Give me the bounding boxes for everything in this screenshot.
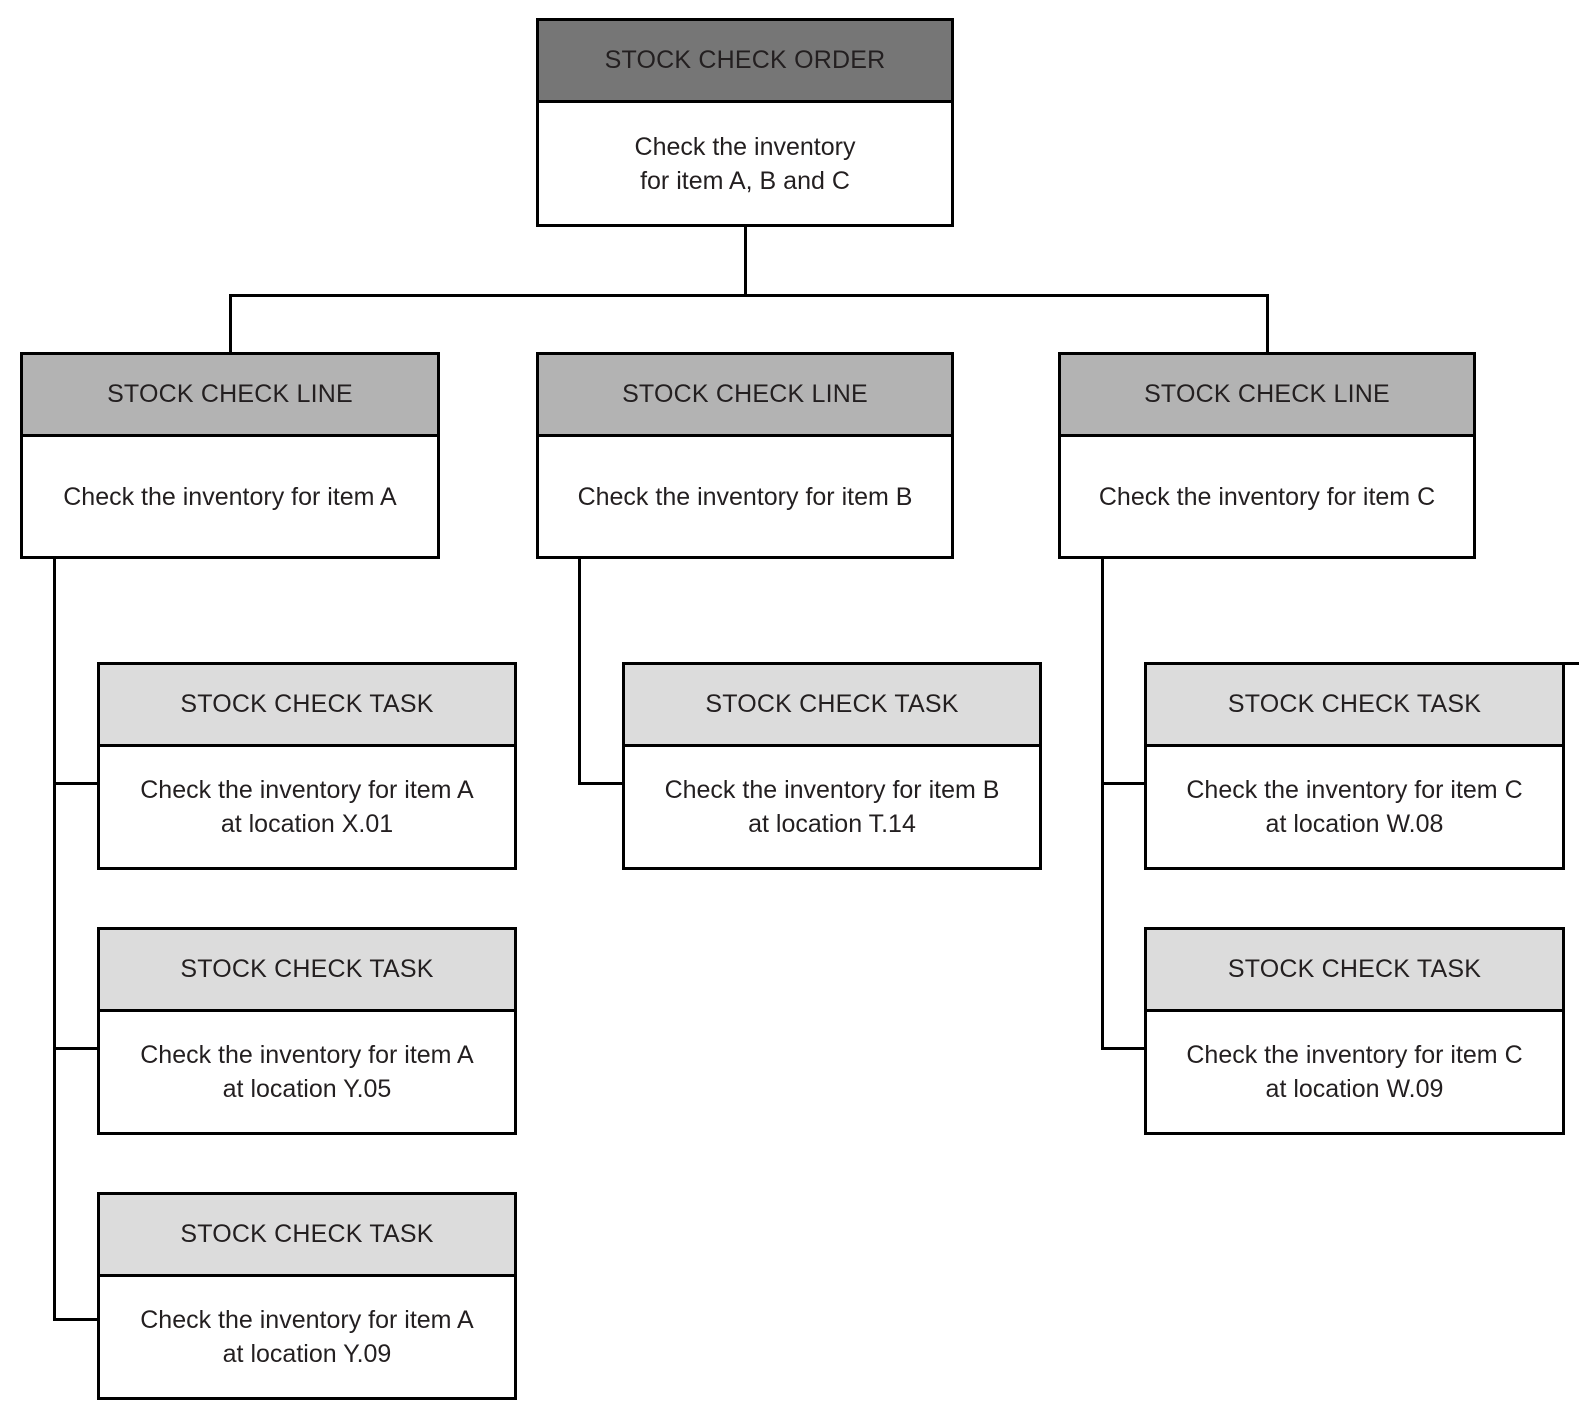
stock-check-task-a3-title: STOCK CHECK TASK — [100, 1195, 514, 1277]
connector-edge-artifact-task-c1 — [1563, 662, 1579, 665]
stock-check-task-b1-description: Check the inventory for item B at locati… — [625, 747, 1039, 867]
stock-check-order-description: Check the inventory for item A, B and C — [539, 103, 951, 224]
stock-check-task-c1-description: Check the inventory for item C at locati… — [1147, 747, 1562, 867]
stock-check-order-box: STOCK CHECK ORDER Check the inventory fo… — [536, 18, 954, 227]
stock-check-task-a3-description: Check the inventory for item A at locati… — [100, 1277, 514, 1397]
connector-order-drop — [744, 227, 747, 297]
connector-stub-task-b1 — [578, 782, 624, 785]
connector-branch-c-vertical — [1101, 558, 1104, 1050]
stock-check-task-b1-box: STOCK CHECK TASK Check the inventory for… — [622, 662, 1042, 870]
connector-drop-line-c — [1266, 294, 1269, 352]
stock-check-task-a1-description: Check the inventory for item A at locati… — [100, 747, 514, 867]
stock-check-task-a2-box: STOCK CHECK TASK Check the inventory for… — [97, 927, 517, 1135]
stock-check-task-a2-title: STOCK CHECK TASK — [100, 930, 514, 1012]
stock-check-task-c1-title: STOCK CHECK TASK — [1147, 665, 1562, 747]
connector-stub-task-a3 — [53, 1318, 99, 1321]
stock-check-task-b1-title: STOCK CHECK TASK — [625, 665, 1039, 747]
connector-stub-task-c1 — [1101, 782, 1146, 785]
stock-check-line-a-title: STOCK CHECK LINE — [23, 355, 437, 437]
connector-drop-line-a — [229, 294, 232, 352]
stock-check-line-c-box: STOCK CHECK LINE Check the inventory for… — [1058, 352, 1476, 559]
stock-check-task-c2-box: STOCK CHECK TASK Check the inventory for… — [1144, 927, 1565, 1135]
stock-check-line-a-description: Check the inventory for item A — [23, 437, 437, 556]
stock-check-task-a2-description: Check the inventory for item A at locati… — [100, 1012, 514, 1132]
connector-main-horizontal — [229, 294, 1269, 297]
stock-check-line-a-box: STOCK CHECK LINE Check the inventory for… — [20, 352, 440, 559]
stock-check-task-c1-box: STOCK CHECK TASK Check the inventory for… — [1144, 662, 1565, 870]
connector-stub-task-a1 — [53, 782, 99, 785]
stock-check-order-title: STOCK CHECK ORDER — [539, 21, 951, 103]
connector-branch-a-vertical — [53, 558, 56, 1321]
stock-check-line-c-description: Check the inventory for item C — [1061, 437, 1473, 556]
stock-check-line-b-box: STOCK CHECK LINE Check the inventory for… — [536, 352, 954, 559]
stock-check-task-a3-box: STOCK CHECK TASK Check the inventory for… — [97, 1192, 517, 1400]
connector-stub-task-a2 — [53, 1047, 99, 1050]
stock-check-line-c-title: STOCK CHECK LINE — [1061, 355, 1473, 437]
stock-check-task-c2-description: Check the inventory for item C at locati… — [1147, 1012, 1562, 1132]
connector-branch-b-vertical — [578, 558, 581, 785]
stock-check-line-b-title: STOCK CHECK LINE — [539, 355, 951, 437]
stock-check-task-a1-title: STOCK CHECK TASK — [100, 665, 514, 747]
connector-stub-task-c2 — [1101, 1047, 1146, 1050]
stock-check-task-c2-title: STOCK CHECK TASK — [1147, 930, 1562, 1012]
stock-check-task-a1-box: STOCK CHECK TASK Check the inventory for… — [97, 662, 517, 870]
stock-check-line-b-description: Check the inventory for item B — [539, 437, 951, 556]
